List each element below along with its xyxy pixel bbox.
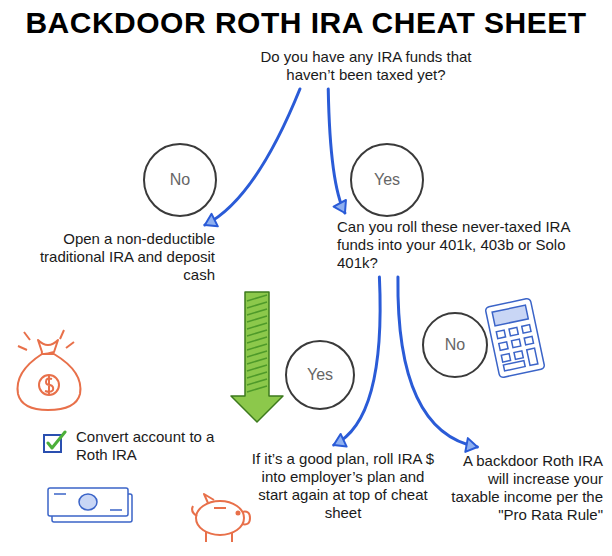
node-text: Convert account to a Roth IRA <box>76 428 218 464</box>
checkbox-icon <box>42 430 68 454</box>
flow-arrow <box>328 89 346 213</box>
big-arrow <box>231 292 283 422</box>
answer-circle: Yes <box>285 340 355 410</box>
circle-label: Yes <box>374 171 400 189</box>
piggy-bank-icon <box>192 494 250 542</box>
node-text: Can you roll these never-taxed IRA funds… <box>337 218 602 272</box>
money-bag-icon <box>18 330 81 410</box>
node-text: If it’s a good plan, roll IRA $ into emp… <box>250 450 436 522</box>
money-bills-icon <box>48 488 132 522</box>
result-text: A backdoor Roth IRA will increase your t… <box>446 452 603 524</box>
title: BACKDOOR ROTH IRA CHEAT SHEET <box>0 6 612 40</box>
step-text: Convert account to a Roth IRA <box>40 428 218 464</box>
circle-label: Yes <box>307 366 333 384</box>
node-text: A backdoor Roth IRA will increase your t… <box>446 452 603 524</box>
answer-circle: No <box>143 143 217 217</box>
node-text: Do you have any IRA funds that haven’t b… <box>248 48 484 84</box>
answer-circle: Yes <box>350 143 424 217</box>
flow-arrow <box>205 89 300 226</box>
circle-label: No <box>445 336 465 354</box>
node-text: Open a non-deductible traditional IRA an… <box>12 230 215 284</box>
calculator-icon <box>485 298 545 378</box>
step-text: If it’s a good plan, roll IRA $ into emp… <box>250 450 436 522</box>
answer-circle: No <box>422 312 488 378</box>
circle-label: No <box>170 171 190 189</box>
question-text: Do you have any IRA funds that haven’t b… <box>248 48 484 84</box>
step-text: Open a non-deductible traditional IRA an… <box>12 230 215 284</box>
question-text: Can you roll these never-taxed IRA funds… <box>337 218 602 272</box>
